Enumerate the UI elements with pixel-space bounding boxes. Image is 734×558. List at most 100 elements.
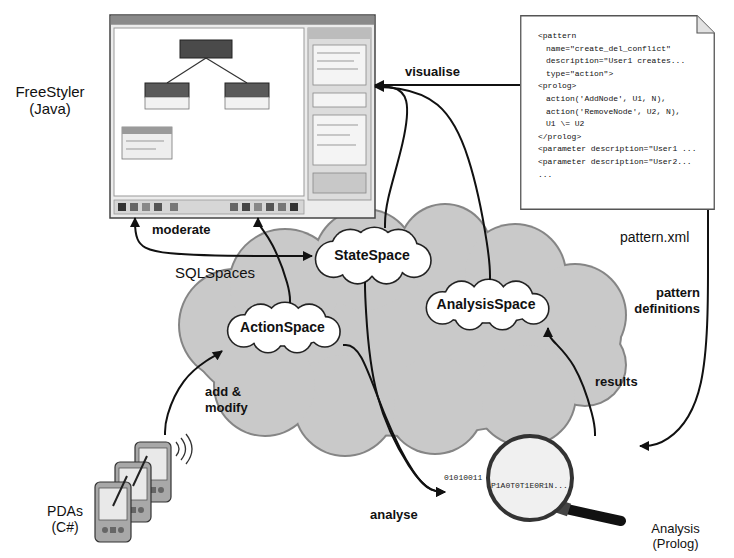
cloud-outline [293,353,397,457]
pda-device [118,527,124,533]
connector-label: moderate [152,222,211,238]
wireless-waves [181,438,186,460]
application-screenshot [278,203,286,211]
connector-arrow [640,210,708,446]
pda-device [113,476,127,506]
application-screenshot [111,16,375,25]
pda-clients: PDAs (C#) [90,435,195,548]
space-cloud: ActionSpace [222,303,343,351]
code-line: description="User1 creates... [546,57,685,65]
pda-device [115,456,151,522]
wireless-waves [176,434,192,464]
cloud-fill [232,311,334,346]
application-screenshot [225,83,269,97]
space-name: StateSpace [334,247,409,263]
cloud-fill [387,357,483,453]
application-screenshot [170,203,178,211]
wireless-waves [186,434,192,464]
cloud-fill [315,210,415,310]
text-holder: FreeStyler (Java) [5,83,95,118]
label-holder: moderate [152,220,211,238]
pda-device [138,507,144,513]
client-name: PDAs (C#) [43,503,87,535]
cloud-outline [228,228,342,342]
application-screenshot [317,61,354,62]
cloud-outline [427,286,544,324]
code-line: action('RemoveNode', U2, N), [546,108,680,116]
cloud-outline [178,203,627,457]
application-screenshot [122,127,172,159]
tool-name: Analysis (Prolog) [633,522,718,552]
connector-arrow [365,282,445,492]
text-holder: pattern.xml [620,228,689,246]
application-screenshot [206,58,247,83]
text-holder: <pattern [538,24,576,42]
connector-arrow [343,345,445,492]
cloud-fill [230,230,340,340]
application-screenshot [290,203,298,211]
connector-arrow [548,328,595,436]
space-cloud: StateSpace [312,228,432,282]
cloud-outline [523,263,627,367]
text-holder: ActionSpace [222,303,343,351]
connector-arrow [258,218,290,303]
pda-device [95,482,131,542]
label-holder: pattern definitions [612,285,700,317]
application-screenshot [313,115,366,165]
label-holder: analyse [370,505,418,523]
cloud-outline [543,323,627,407]
cloud-outline [230,309,335,347]
pda-device [95,476,131,542]
pda-device [102,527,108,533]
application-screenshot [126,141,164,142]
text-holder: SQLSpaces [175,264,255,282]
cloud-outline [320,235,424,277]
pda-device [150,487,156,493]
pda-device [135,442,171,502]
application-screenshot [126,149,156,150]
application-screenshot [225,97,269,109]
application-screenshot [308,28,371,39]
connector-arrow [135,218,312,256]
code-line: name="create_del_conflict" [546,45,671,53]
cloud-outline [398,203,492,297]
code-line: action('AddNode', U1, N), [546,95,666,103]
magnifier-symbol [557,506,569,510]
pda-device [99,488,127,520]
cloud-outline [227,301,341,353]
cloud-fill [295,355,395,455]
application-screenshot [313,93,366,107]
code-line: <prolog> [538,82,576,90]
application-screenshot [110,15,375,218]
space-name: ActionSpace [240,319,325,335]
magnifier-symbol [488,436,621,521]
connector-arrow [375,86,407,228]
magnifier-symbol [562,508,621,521]
space-name: SQLSpaces [175,264,255,281]
code-line: </prolog> [538,133,581,141]
connector-label: analyse [370,507,418,523]
application-screenshot [145,83,189,97]
bigcloud-shape [165,205,640,455]
code-line: ... [538,171,552,179]
file-name: pattern.xml [620,229,689,245]
application-name: FreeStyler (Java) [5,83,95,118]
magnifier-symbol [488,436,572,520]
application-screenshot [122,127,172,134]
application-screenshot [110,15,375,218]
tuple-space-cloud: SQLSpaces StateSpaceAnalysisSpaceActionSp… [165,205,640,455]
space-name: AnalysisSpace [437,296,536,312]
application-screenshot [317,135,350,136]
cloud-fill [545,325,625,405]
cloud-outline [315,226,432,284]
pda-device [139,448,167,480]
wireless-waves [176,442,179,456]
cloud-outline [188,233,622,437]
pda-device [142,487,148,493]
pda-device [115,462,151,522]
document-fold [697,16,714,33]
application-screenshot [167,58,206,83]
